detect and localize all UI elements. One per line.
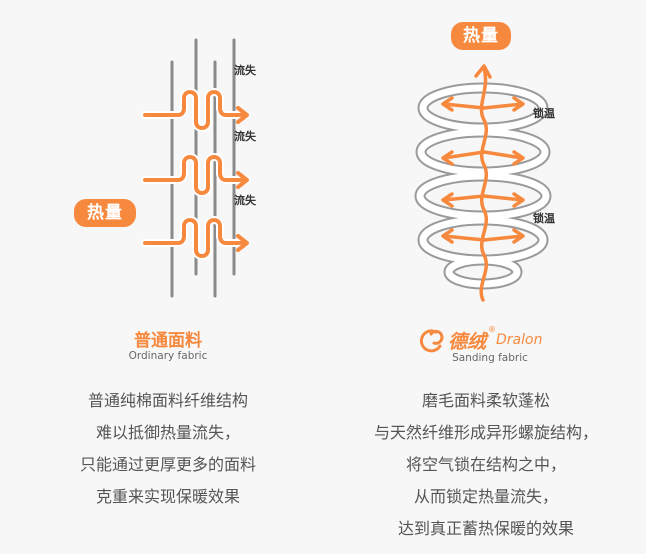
dralon-logo-cn: 德绒	[448, 331, 487, 353]
heat-arrow-2	[141, 153, 250, 197]
heat-badge-left: 热量	[74, 199, 136, 227]
heat-arrow-1	[141, 88, 250, 132]
ordinary-fabric-title: 普通面料	[134, 331, 202, 351]
ordinary-fabric-subtitle: Ordinary fabric	[128, 350, 208, 362]
dralon-logo-icon	[419, 329, 444, 353]
lock-label-2: 锁温	[533, 212, 555, 225]
lock-label-1: 锁温	[533, 107, 555, 120]
description-line: 达到真正蓄热保暖的效果	[397, 519, 574, 538]
dralon-logo-en: Dralon	[496, 332, 543, 348]
flow-label-1: 流失	[234, 64, 256, 77]
heat-badge-right: 热量	[451, 22, 511, 50]
heat-loss-arrows	[141, 88, 250, 260]
heat-arrow-3	[141, 216, 250, 260]
flow-label-3: 流失	[234, 194, 256, 207]
description-line: 普通纯棉面料纤维结构	[87, 391, 248, 410]
description-line: 磨毛面料柔软蓬松	[421, 391, 550, 410]
sanding-fabric-subtitle: Sanding fabric	[452, 352, 528, 364]
description-line: 克重来实现保暖效果	[95, 487, 240, 506]
description-line: 只能通过更厚更多的面料	[79, 455, 256, 474]
description-line: 从而锁定热量流失，	[413, 487, 558, 506]
registered-mark: ®	[488, 325, 496, 334]
description-line: 难以抵御热量流失，	[95, 423, 240, 442]
description-line: 将空气锁在结构之中，	[405, 455, 566, 474]
description-line: 与天然纤维形成异形螺旋结构，	[373, 423, 598, 442]
flow-label-2: 流失	[234, 130, 256, 143]
heat-lock-arrows	[441, 64, 525, 302]
